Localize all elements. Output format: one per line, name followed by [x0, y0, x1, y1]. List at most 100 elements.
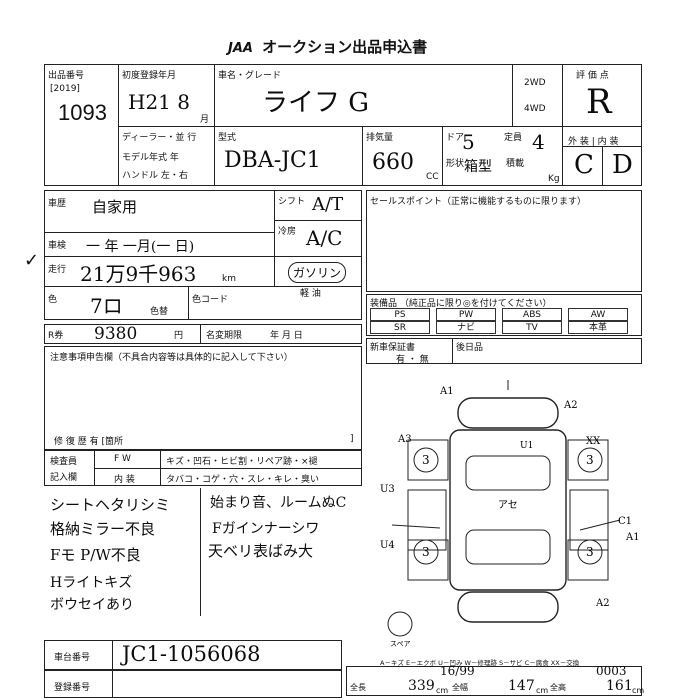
kg-label: Kg	[548, 174, 560, 184]
size-label-2: 全幅	[452, 683, 468, 692]
score-label: 評 価 点	[576, 71, 609, 81]
car-name-label: 車名・グレード	[218, 71, 282, 81]
mark-a2-bottom: A2	[595, 598, 610, 609]
color-code-label: 色コード	[192, 295, 229, 305]
dealer-label: ディーラー・並 行	[122, 133, 197, 143]
transfer-label: 名変期限	[206, 331, 243, 341]
equip-5: ナビ	[436, 321, 496, 334]
score-value: R	[586, 82, 612, 122]
note-left-4: Hライトキズ	[50, 575, 133, 591]
fuel-light-label: 軽 油	[300, 289, 321, 299]
mark-xx: XX	[586, 436, 601, 447]
month-label: 月	[200, 115, 210, 125]
size-label-1: 全長	[350, 683, 366, 692]
chassis-row	[44, 640, 342, 670]
displacement-value: 660	[372, 150, 414, 175]
recycle-label: R券	[48, 331, 64, 341]
first-reg-label: 初度登録年月	[122, 71, 177, 81]
load-label: 積載	[506, 159, 525, 169]
exterior-grade: C	[574, 150, 594, 180]
equip-6: TV	[502, 321, 562, 334]
note-left-2: 格納ミラー不良	[50, 520, 156, 538]
extra-value-1: 16/99	[440, 664, 475, 678]
reg-label: 登録番号	[54, 683, 91, 693]
capacity-label: 定員	[504, 133, 523, 143]
cc-label: CC	[426, 172, 439, 182]
shift-label: シフト	[278, 197, 306, 207]
equip-2: ABS	[502, 308, 562, 321]
mid-left-block	[44, 190, 362, 320]
mileage-label: 走行	[48, 265, 67, 275]
mark-u3: U3	[380, 484, 395, 495]
equipment-label: 装備品 （純正品に限り◎を付けてください）	[370, 299, 552, 309]
size-label-3: 全高	[550, 683, 566, 692]
mark-a2-top: A2	[563, 400, 578, 411]
transfer-value: 年 月 日	[270, 331, 303, 341]
usage-value: 自家用	[92, 198, 138, 216]
recycle-value: 9380	[94, 324, 138, 344]
mark-3-fl: 3	[422, 453, 430, 467]
equip-3: AW	[568, 308, 628, 321]
color-change-label: 色替	[150, 307, 169, 317]
top-block	[44, 64, 642, 186]
mark-a3: A3	[397, 434, 412, 445]
door-value: 5	[462, 130, 475, 154]
repair-close-bracket: ]	[350, 434, 354, 444]
mileage-value: 21万9千963	[80, 262, 197, 286]
notes-box	[44, 346, 362, 450]
interior-grade: D	[612, 150, 633, 180]
size-value-1: 339	[408, 678, 435, 694]
size-unit-2: cm	[536, 686, 549, 695]
equip-7: 本革	[568, 321, 628, 334]
check-row-2: タバコ・コゲ・穴・スレ・キレ・臭い	[166, 475, 320, 485]
mark-ase: アセ	[498, 499, 518, 511]
mark-c1: C1	[618, 516, 632, 527]
auction-logo: JAA	[228, 41, 253, 56]
chassis-value: JC1-1056068	[122, 642, 261, 666]
type-value: DBA-JC1	[224, 148, 321, 173]
inspect-label: 車検	[48, 241, 67, 251]
mark-3-rl: 3	[422, 545, 430, 559]
car-diagram: A1 A2 A3 XX U3 U1 U4 C1 A1 A2 アセ 3 3 3 3…	[380, 380, 640, 648]
recycle-row	[44, 324, 362, 344]
note-left-3: Fモ P/W不良	[50, 546, 141, 564]
checkmark-icon: ✓	[24, 250, 40, 271]
equipment-box	[366, 294, 642, 336]
spare-label: スペア	[390, 640, 411, 648]
legend-text: A－キズ E－エクボ U－凹み W－修理跡 S－サビ C－腐食 XX－交換	[380, 659, 580, 667]
color-label: 色	[48, 295, 58, 305]
type-label: 型式	[218, 133, 237, 143]
km-label: km	[222, 274, 236, 284]
mark-u4: U4	[380, 540, 395, 551]
extra-value-2: 0003	[596, 664, 627, 678]
ac-value: A/C	[306, 226, 343, 250]
size-value-3: 161	[606, 678, 633, 694]
size-unit-3: cm	[632, 686, 645, 695]
car-name-value: ライフ G	[262, 88, 370, 118]
shift-value: A/T	[312, 194, 344, 215]
later-label: 後日品	[456, 343, 484, 353]
check-fw: F W	[114, 454, 131, 464]
displacement-label: 排気量	[366, 133, 394, 143]
mark-3-rr: 3	[586, 545, 594, 559]
size-unit-1: cm	[436, 686, 449, 695]
size-row	[346, 666, 642, 696]
size-value-2: 147	[508, 678, 535, 694]
warranty-options: 有 ・ 無	[396, 355, 429, 365]
sales-point-box	[366, 190, 642, 292]
mark-a1-top: A1	[439, 386, 454, 397]
note-right-3: 天ベリ表ばみ大	[208, 542, 314, 560]
warranty-box	[366, 338, 642, 364]
fuel-value: ガソリン	[288, 262, 347, 283]
handle-label: ハンドル 左・右	[122, 171, 188, 181]
mark-3-fr: 3	[586, 453, 594, 467]
color-value: 7ロ	[90, 294, 123, 318]
note-left-5: ボウセイあり	[50, 597, 134, 613]
check-label-2: 記入欄	[50, 473, 78, 483]
yen-label: 円	[174, 331, 184, 341]
inspect-value: 一 年 一月(一 日)	[86, 239, 195, 255]
capacity-value: 4	[532, 130, 545, 154]
check-row-1: キズ・凹石・ヒビ割・リペア跡・×褪	[166, 457, 318, 467]
mark-a1-right: A1	[625, 532, 640, 543]
equip-0: PS	[370, 308, 430, 321]
